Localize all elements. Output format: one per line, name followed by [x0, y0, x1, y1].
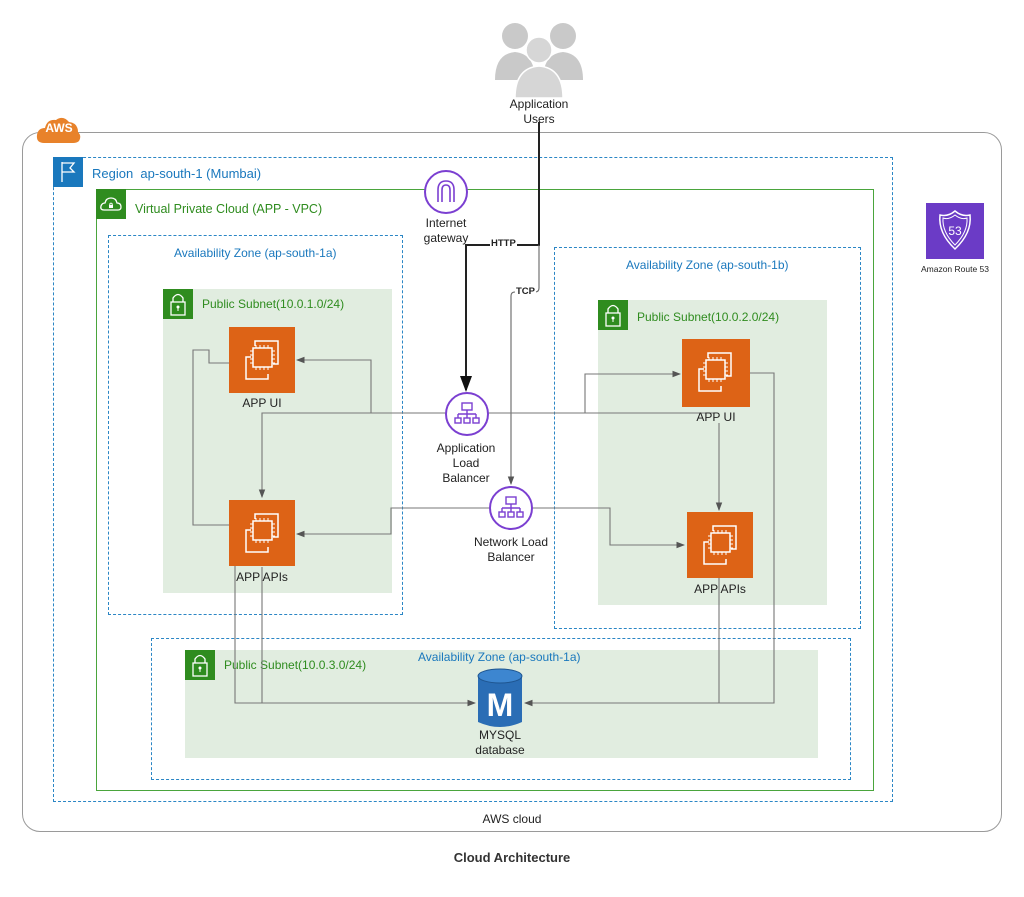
- users-label-line1: Application: [509, 97, 569, 111]
- application-load-balancer-icon[interactable]: [445, 392, 489, 436]
- subnet-3-label: Public Subnet(10.0.3.0/24): [224, 658, 367, 672]
- aws-cloud-container: [22, 132, 1002, 832]
- az-db-label: Availability Zone (ap-south-1a): [418, 650, 581, 664]
- app-apis-1a-ec2[interactable]: [229, 500, 295, 566]
- db-label-line2: database: [475, 743, 525, 757]
- region-container: [53, 157, 893, 802]
- users-label-line2: Users: [523, 112, 555, 126]
- az-1b-label: Availability Zone (ap-south-1b): [626, 258, 789, 272]
- edge-ui-1a-apis-1a: [192, 349, 477, 707]
- app-ui-1b-label: APP UI: [696, 410, 736, 424]
- edge-ui-1b-apis-1a: [258, 412, 715, 499]
- subnet-1-label: Public Subnet(10.0.1.0/24): [202, 297, 345, 311]
- flag-icon: [53, 157, 83, 187]
- edge-alb-ui-1b: [486, 370, 682, 414]
- nlb-label-line1: Network Load: [473, 535, 549, 549]
- route53-shield-icon[interactable]: 53: [926, 203, 984, 259]
- users-icon: [495, 23, 583, 99]
- alb-label-line1: Application: [436, 441, 496, 455]
- alb-label-line3: Balancer: [442, 471, 490, 485]
- edge-users-alb-http: [460, 122, 540, 392]
- aws-cloud-badge: [36, 117, 81, 143]
- db-label-line1: MYSQL: [478, 728, 521, 742]
- region-label: Region ap-south-1 (Mumbai): [92, 166, 262, 181]
- availability-zone-1a: [108, 235, 403, 615]
- route53-badge: 53: [948, 224, 962, 238]
- ec2-instance-icon: [245, 513, 279, 553]
- mysql-database-icon[interactable]: M: [476, 668, 524, 730]
- app-apis-1b-ec2[interactable]: [687, 512, 753, 578]
- igw-label-line2: gateway: [423, 231, 469, 245]
- availability-zone-db: [151, 638, 851, 780]
- az-1a-label: Availability Zone (ap-south-1a): [174, 246, 337, 260]
- lock-icon: [185, 650, 215, 680]
- internet-gateway-label: Internet gateway: [396, 216, 496, 246]
- app-ui-1a-ec2[interactable]: [229, 327, 295, 393]
- ec2-instance-icon: [703, 525, 737, 565]
- lock-icon: [163, 289, 193, 319]
- users-label: Application Users: [489, 97, 589, 127]
- diagram-title: Cloud Architecture: [453, 850, 571, 865]
- app-ui-1a-label: APP UI: [242, 396, 282, 410]
- edge-nlb-apis-1b: [531, 507, 686, 549]
- ec2-instance-icon: [698, 352, 732, 392]
- vpc-container: [96, 189, 874, 791]
- edge-alb-ui-1a: [295, 356, 445, 414]
- alb-label: Application Load Balancer: [416, 441, 516, 486]
- edge-nlb-apis-1a: [295, 507, 491, 538]
- tcp-edge-label: TCP: [515, 286, 536, 297]
- internet-gateway-icon[interactable]: [424, 170, 468, 214]
- route53-label: Amazon Route 53: [920, 264, 990, 274]
- alb-label-line2: Load: [452, 456, 480, 470]
- igw-label-line1: Internet: [425, 216, 467, 230]
- app-apis-1b-label: APP APIs: [694, 582, 746, 596]
- subnet-2-label: Public Subnet(10.0.2.0/24): [637, 310, 780, 324]
- availability-zone-1b: [554, 247, 861, 629]
- db-glyph: M: [487, 687, 514, 723]
- app-apis-1a-label: APP APIs: [236, 570, 288, 584]
- lock-icon: [598, 300, 628, 330]
- ec2-instance-icon: [245, 340, 279, 380]
- db-label: MYSQL database: [450, 728, 550, 758]
- cloud-lock-icon: [96, 189, 126, 219]
- vpc-label: Virtual Private Cloud (APP - VPC): [135, 202, 323, 216]
- network-load-balancer-icon[interactable]: [489, 486, 533, 530]
- nlb-label: Network Load Balancer: [461, 535, 561, 565]
- edge-ui-1b-db: [719, 372, 775, 704]
- aws-badge-label: AWS: [45, 121, 73, 135]
- app-ui-1b-ec2[interactable]: [682, 339, 750, 407]
- nlb-label-line2: Balancer: [487, 550, 535, 564]
- http-edge-label: HTTP: [490, 238, 517, 249]
- aws-cloud-label: AWS cloud: [482, 812, 542, 826]
